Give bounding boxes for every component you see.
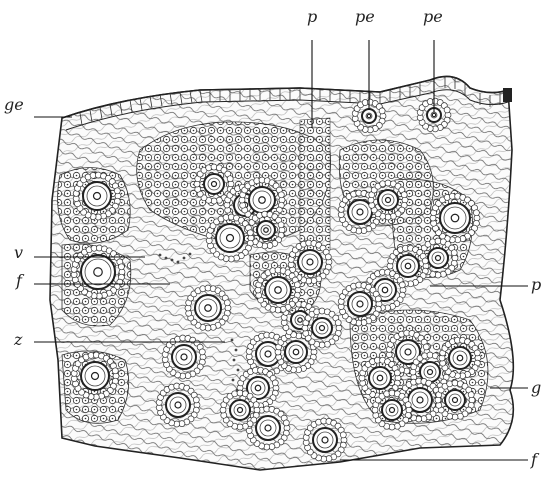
- label-v: v: [14, 243, 23, 262]
- label-ge: ge: [4, 95, 24, 114]
- label-pe-2: pe: [423, 7, 443, 26]
- label-f: f: [15, 271, 25, 290]
- label-g-right: g: [531, 378, 541, 397]
- label-pe-1: pe: [355, 7, 375, 26]
- label-p-right: p: [531, 275, 541, 294]
- label-f-bottom: f: [530, 450, 540, 469]
- label-z: z: [13, 330, 23, 349]
- label-p-top: p: [307, 7, 317, 26]
